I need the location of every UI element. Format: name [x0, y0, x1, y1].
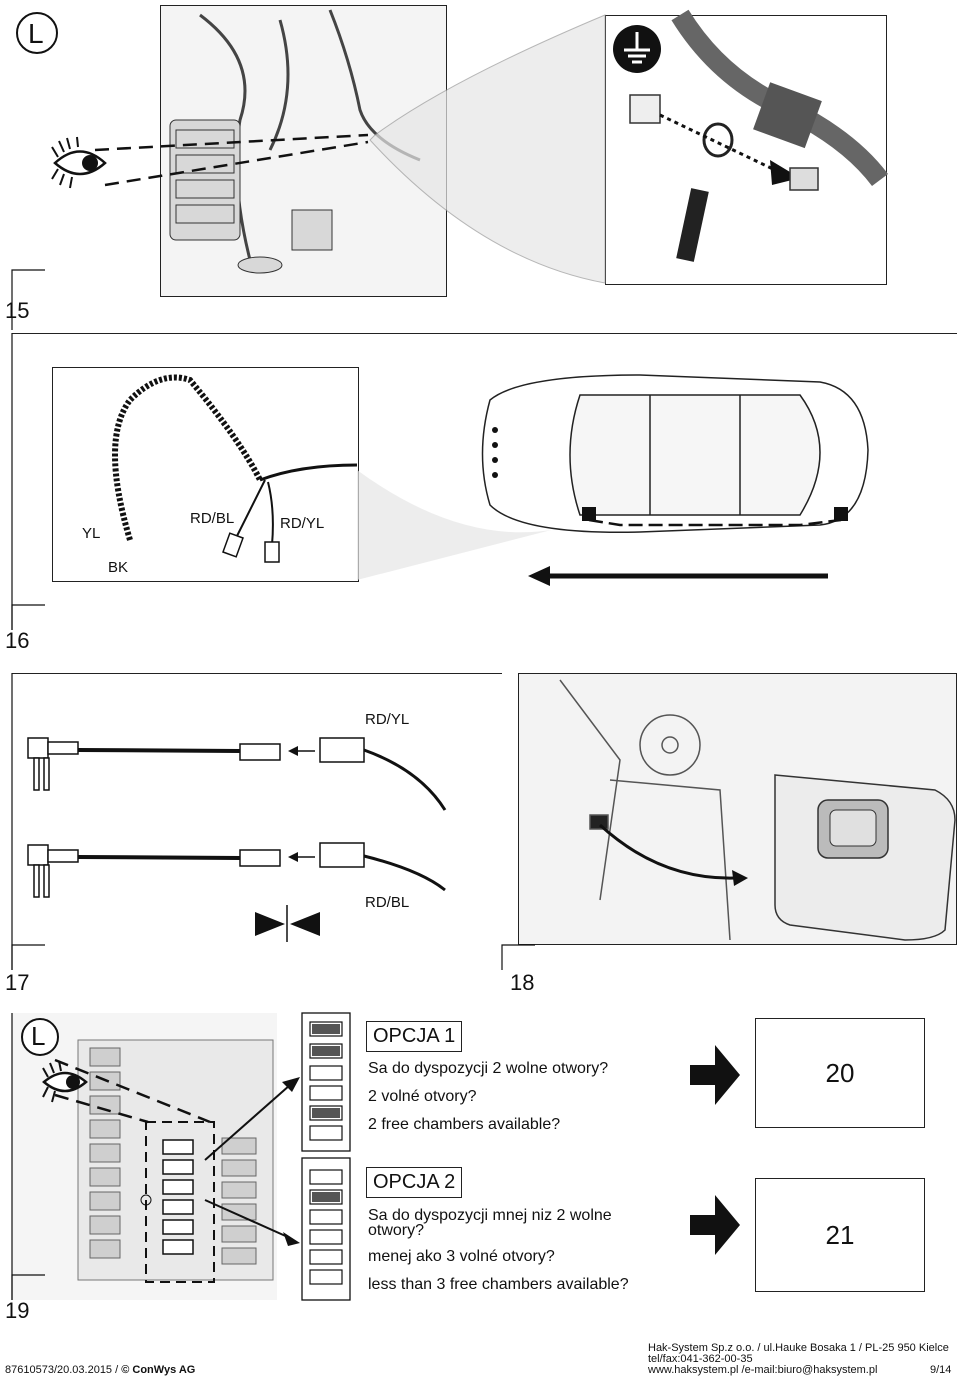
option-1-line-2: 2 volné otvory? [368, 1088, 477, 1105]
company-address: Hak-System Sp.z o.o. / ul.Hauke Bosaka 1… [648, 1342, 949, 1354]
goto-step-21-box[interactable]: 21 [755, 1178, 925, 1292]
option-2-line-2: otwory? [368, 1222, 425, 1239]
step-number-16: 16 [5, 628, 30, 653]
step-number-17: 17 [5, 970, 30, 995]
option-1-line-1: Sa do dyspozycji 2 wolne otwory? [368, 1060, 609, 1077]
option-2-line-3: menej ako 3 volné otvory? [368, 1248, 555, 1265]
option-1-line-3: 2 free chambers available? [368, 1116, 561, 1133]
document-reference: 87610573/20.03.2015 / © ConWys AG [5, 1364, 195, 1376]
ground-symbol-icon [612, 24, 662, 74]
option-1-title: OPCJA 1 [366, 1021, 463, 1052]
goto-step-20-box[interactable]: 20 [755, 1018, 925, 1128]
right-arrow-icon [690, 1045, 740, 1105]
option-2-line-1: Sa do dyspozycji mnej niz 2 wolne [368, 1207, 612, 1224]
wire-label-rd-yl: RD/YL [280, 515, 325, 532]
step-16-panel [12, 333, 957, 631]
right-arrow-icon [690, 1195, 740, 1255]
wire-label-bk: BK [108, 559, 129, 576]
wire-label-yl: YL [82, 525, 101, 542]
side-marker-letter: L [31, 1021, 46, 1051]
step-number-19: 19 [5, 1298, 30, 1323]
wire-label-rd-bl-step17: RD/BL [365, 894, 410, 911]
step-number-18: 18 [510, 970, 535, 995]
side-marker-l-step19: L [20, 1017, 60, 1057]
doc-ref-number: 87610573/20.03.2015 / [5, 1364, 119, 1376]
step-number-15: 15 [5, 298, 30, 323]
eye-icon [40, 1060, 90, 1105]
company-web-email[interactable]: www.haksystem.pl /e-mail:biuro@haksystem… [648, 1364, 878, 1376]
company-phone: tel/fax:041-362-00-35 [648, 1353, 753, 1365]
wire-label-rd-bl: RD/BL [190, 510, 235, 527]
option-2-line-4: less than 3 free chambers available? [368, 1276, 629, 1293]
option-2-title: OPCJA 2 [366, 1167, 463, 1198]
side-marker-l: L [28, 18, 44, 49]
eye-icon [50, 135, 110, 190]
step-17-panel [12, 673, 502, 944]
page-number: 9/14 [930, 1364, 952, 1376]
copyright-notice: © ConWys AG [121, 1364, 196, 1376]
wire-label-rd-yl-step17: RD/YL [365, 711, 410, 728]
